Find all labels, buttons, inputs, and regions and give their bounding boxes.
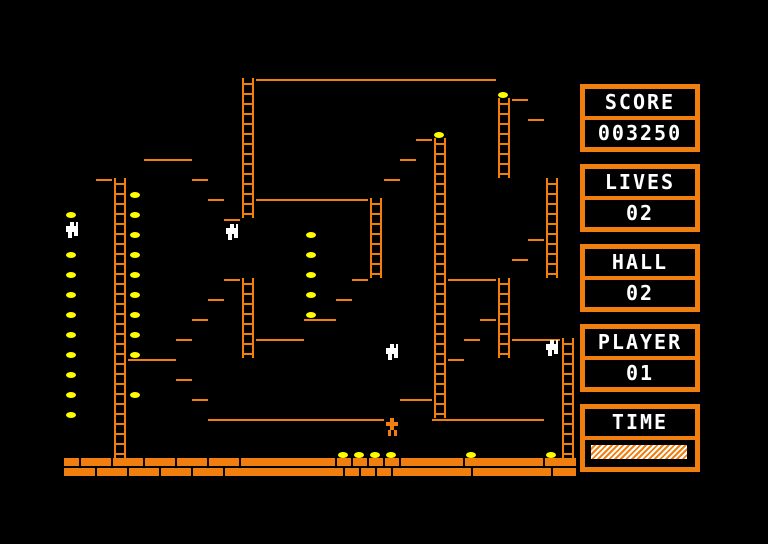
hall-panel: HALL 02 — [580, 244, 700, 312]
gold-nugget-icon — [306, 272, 316, 278]
gold-nugget-icon — [130, 272, 140, 278]
score-value: 003250 — [597, 121, 683, 145]
gold-nugget-icon — [386, 452, 396, 458]
player-value: 01 — [625, 361, 655, 385]
ladders — [114, 78, 574, 458]
gold-nugget-icon — [130, 232, 140, 238]
gold-nugget-icon — [130, 192, 140, 198]
time-bar — [591, 445, 687, 459]
gold-nugget-icon — [66, 292, 76, 298]
runner-icon — [386, 418, 398, 436]
enemies — [66, 222, 558, 360]
gold-nugget-icon — [130, 212, 140, 218]
ladder-mid-left — [242, 278, 254, 358]
gold-nugget-icon — [130, 292, 140, 298]
gold-nugget-icon — [66, 412, 76, 418]
lives-value: 02 — [625, 201, 655, 225]
ladder-left — [114, 178, 126, 458]
gold-nuggets — [66, 92, 556, 458]
platforms — [96, 79, 560, 421]
lives-panel: LIVES 02 — [580, 164, 700, 232]
gold-nugget-icon — [130, 332, 140, 338]
time-label: TIME — [611, 410, 669, 434]
gold-nugget-icon — [66, 392, 76, 398]
gold-nugget-icon — [66, 312, 76, 318]
gold-nugget-icon — [66, 332, 76, 338]
gold-nugget-icon — [354, 452, 364, 458]
player-panel: PLAYER 01 — [580, 324, 700, 392]
hall-value: 02 — [625, 281, 655, 305]
gold-nugget-icon — [370, 452, 380, 458]
gold-nugget-icon — [306, 292, 316, 298]
hall-label: HALL — [611, 250, 669, 274]
gold-nugget-icon — [338, 452, 348, 458]
ladder-top-left — [242, 78, 254, 218]
gold-nugget-icon — [66, 212, 76, 218]
ghost-monkey-icon — [386, 344, 398, 360]
brick-floor — [64, 458, 576, 476]
gold-nugget-icon — [130, 352, 140, 358]
gold-nugget-icon — [130, 312, 140, 318]
ghost-monkey-icon — [226, 224, 238, 240]
gold-nugget-icon — [66, 252, 76, 258]
gold-nugget-icon — [306, 252, 316, 258]
ladder-mid-right — [498, 278, 510, 358]
gold-nugget-icon — [466, 452, 476, 458]
gold-nugget-icon — [66, 272, 76, 278]
gold-nugget-icon — [498, 92, 508, 98]
lives-label: LIVES — [604, 170, 676, 194]
ladder-center-tall — [434, 138, 446, 418]
ghost-monkey-icon — [546, 340, 558, 356]
gold-nugget-icon — [130, 252, 140, 258]
time-panel: TIME — [580, 404, 700, 472]
score-label: SCORE — [604, 90, 676, 114]
gold-nugget-icon — [306, 312, 316, 318]
score-panel: SCORE 003250 — [580, 84, 700, 152]
ghost-monkey-icon — [66, 222, 78, 238]
player-label: PLAYER — [597, 330, 683, 354]
gold-nugget-icon — [66, 372, 76, 378]
gold-nugget-icon — [306, 232, 316, 238]
ladder-bottom-right — [562, 338, 574, 458]
ladder-top-right — [498, 98, 510, 178]
gold-nugget-icon — [546, 452, 556, 458]
gold-nugget-icon — [66, 352, 76, 358]
gold-nugget-icon — [434, 132, 444, 138]
gold-nugget-icon — [130, 392, 140, 398]
ladder-center-small — [370, 198, 382, 278]
